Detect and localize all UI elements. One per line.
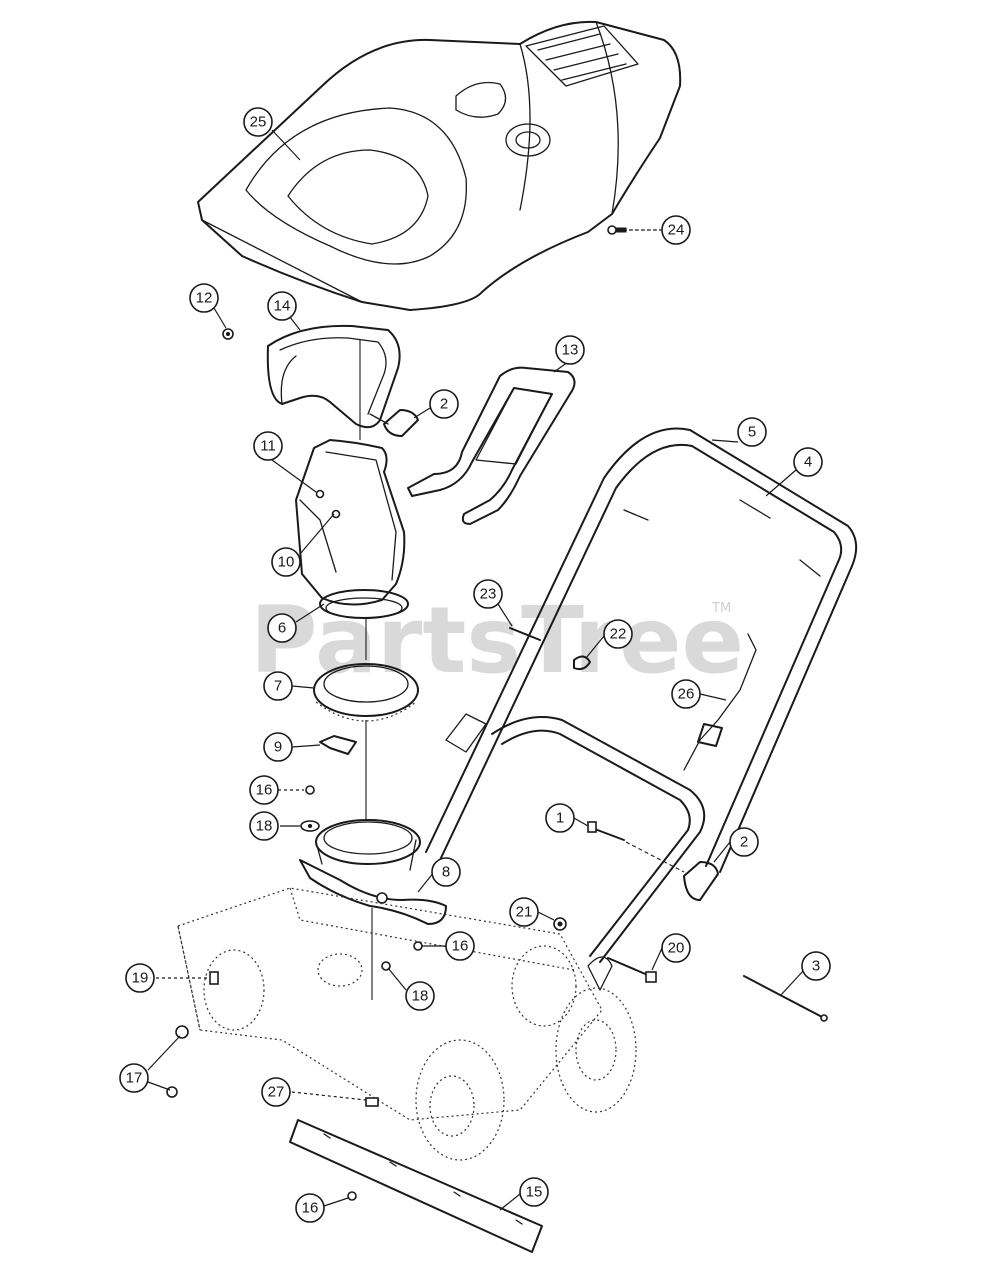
- callouts: 25 24 12 14 2 13 5 4: [119, 107, 831, 1223]
- callout: 22: [603, 619, 633, 649]
- callout-label: 27: [268, 1084, 285, 1101]
- chute-hardware-part: [300, 720, 367, 832]
- knob-part: [369, 409, 419, 437]
- callout-label: 18: [412, 988, 429, 1005]
- callout-label: 12: [196, 290, 213, 307]
- callout-label: 4: [804, 454, 812, 471]
- handle-bolt-part: [587, 821, 685, 873]
- callout-label: 22: [610, 626, 627, 643]
- callout-label: 17: [126, 1070, 143, 1087]
- cable-part: [683, 633, 757, 771]
- callout: 19: [125, 963, 155, 993]
- callout: 1: [545, 803, 575, 833]
- callout: 20: [661, 933, 691, 963]
- callout-label: 2: [740, 834, 748, 851]
- callout: 18: [405, 981, 435, 1011]
- callout-label: 20: [668, 940, 685, 957]
- chute-deflector-part: [266, 324, 401, 429]
- callout-label: 7: [274, 678, 282, 695]
- callout-label: 23: [480, 586, 497, 603]
- callout: 10: [271, 547, 301, 577]
- callout-label: 11: [260, 438, 276, 455]
- callout: 15: [519, 1177, 549, 1207]
- callout: 16: [445, 931, 475, 961]
- callout-label: 8: [442, 864, 450, 881]
- callout: 12: [189, 283, 219, 313]
- callout: 4: [793, 447, 823, 477]
- callout: 2: [429, 389, 459, 419]
- auger-housing-part: [166, 887, 637, 1161]
- callout: 24: [661, 215, 691, 245]
- callout: 16: [249, 775, 279, 805]
- callout-label: 16: [256, 782, 273, 799]
- leader-lines: [147, 129, 805, 1211]
- callout: 7: [263, 671, 293, 701]
- callout-label: 18: [256, 818, 273, 835]
- callout: 2: [729, 827, 759, 857]
- watermark-tm: TM: [711, 601, 731, 616]
- discharge-chute-part: [295, 340, 409, 619]
- callout-label: 10: [278, 554, 295, 571]
- callout: 16: [295, 1193, 325, 1223]
- callout-label: 9: [274, 739, 282, 756]
- callout-label: 5: [748, 424, 756, 441]
- callout-label: 24: [668, 222, 685, 239]
- callout: 3: [801, 951, 831, 981]
- axle-part: [743, 975, 828, 1022]
- callout-label: 15: [526, 1184, 543, 1201]
- handle-assembly-part: [425, 427, 858, 991]
- callout: 25: [243, 107, 273, 137]
- callout-label: 3: [812, 958, 820, 975]
- callout: 26: [671, 679, 701, 709]
- callout: 6: [267, 613, 297, 643]
- handle-grip-part: [407, 366, 576, 525]
- shroud-part: [197, 20, 682, 311]
- callout-label: 14: [274, 298, 291, 315]
- callout-label: 26: [678, 686, 695, 703]
- callout: 23: [473, 579, 503, 609]
- callout: 14: [267, 291, 297, 321]
- scraper-bar-part: [289, 1119, 543, 1253]
- callout-label: 21: [516, 904, 533, 921]
- handle-mount-hardware-part: [553, 917, 657, 983]
- callout-label: 6: [278, 620, 286, 637]
- callout-label: 25: [250, 114, 267, 131]
- callout: 27: [261, 1077, 291, 1107]
- callout-label: 13: [562, 342, 579, 359]
- callout: 11: [253, 431, 283, 461]
- callout: 8: [431, 857, 461, 887]
- chute-ring-part: [313, 618, 419, 722]
- callout: 5: [737, 417, 767, 447]
- callout-label: 2: [440, 396, 448, 413]
- callout-label: 1: [556, 810, 564, 827]
- callout: 9: [263, 732, 293, 762]
- chute-base-part: [299, 819, 447, 925]
- callout: 13: [555, 335, 585, 365]
- callout-label: 16: [452, 938, 469, 955]
- nut-part: [222, 328, 234, 340]
- callout: 17: [119, 1063, 149, 1093]
- callout: 18: [249, 811, 279, 841]
- callout-label: 16: [302, 1200, 319, 1217]
- pin-and-clip-part: [509, 627, 591, 671]
- knob-lower-part: [683, 861, 719, 901]
- callout-label: 19: [132, 970, 149, 987]
- callout: 21: [509, 897, 539, 927]
- chute-clip-part: [319, 735, 357, 755]
